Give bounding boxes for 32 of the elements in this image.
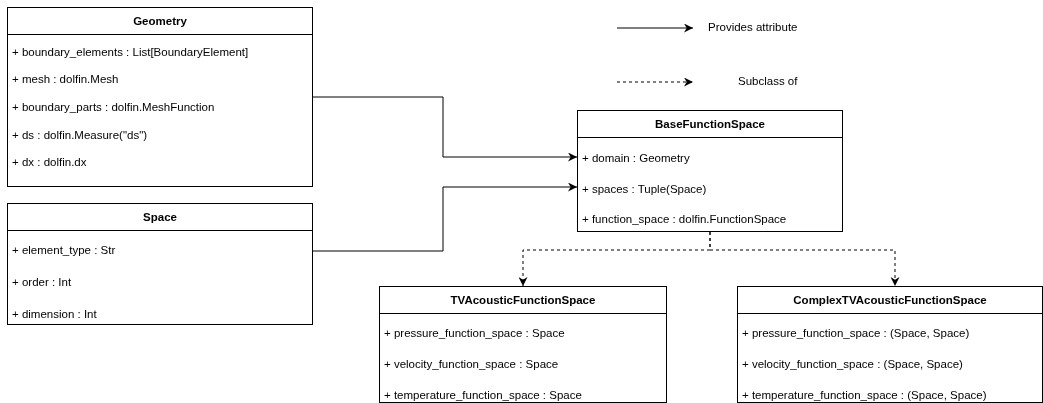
legend-text: Provides attribute [708, 21, 798, 33]
class-box [7, 203, 313, 325]
attribute-text: + pressure_function_space : Space [383, 325, 565, 341]
class-name: Space [8, 204, 312, 231]
attribute-text: + pressure_function_space : (Space, Space) [741, 325, 970, 341]
class-box [577, 110, 843, 232]
arrow [312, 96, 578, 162]
class-name: BaseFunctionSpace [578, 111, 842, 138]
class-name: ComplexTVAcousticFunctionSpace [738, 287, 1042, 314]
attribute-text: + dx : dolfin.dx [11, 155, 87, 171]
attribute-text: + spaces : Tuple(Space) [581, 181, 707, 197]
attribute-text: + temperature_function_space : Space [383, 387, 582, 403]
attribute-text: + velocity_function_space : Space [383, 356, 559, 372]
attribute-text: + temperature_function_space : (Space, Space) [741, 387, 987, 403]
class-name: TVAcousticFunctionSpace [380, 287, 666, 314]
attribute-text: + ds : dolfin.Measure("ds") [11, 127, 148, 143]
attribute-text: + mesh : dolfin.Mesh [11, 72, 119, 88]
attribute-text: + domain : Geometry [581, 151, 690, 167]
attribute-text: + function_space : dolfin.FunctionSpace [581, 212, 787, 228]
legend-text: Subclass of [738, 75, 798, 87]
class-box [7, 7, 313, 187]
class-box [737, 286, 1043, 403]
attribute-text: + element_type : Str [11, 243, 116, 258]
attribute-text: + boundary_elements : List[BoundaryElement] [11, 44, 249, 60]
arrow [312, 182, 578, 252]
attribute-text: + boundary_parts : dolfin.MeshFunction [11, 100, 215, 115]
attribute-text: + order : Int [11, 275, 72, 290]
attribute-text: + velocity_function_space : (Space, Space) [741, 356, 963, 372]
attribute-text: + dimension : Int [11, 307, 97, 322]
class-box [379, 286, 667, 403]
class-name: Geometry [8, 8, 312, 35]
dashed-arrow [709, 231, 900, 287]
